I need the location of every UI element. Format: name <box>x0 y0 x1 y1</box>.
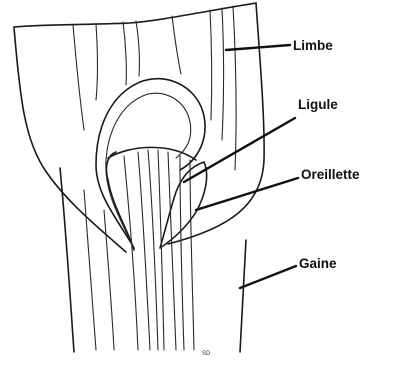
stem-line <box>180 156 184 350</box>
label-gaine: Gaine <box>299 256 337 271</box>
label-ligule: Ligule <box>298 97 338 112</box>
auricle-left <box>106 152 134 250</box>
artist-signature: SD <box>202 351 211 357</box>
sheath-outline <box>60 168 246 352</box>
sheath-left-edge <box>60 168 74 352</box>
leader-gaine <box>240 266 296 288</box>
auricle-right <box>160 162 207 248</box>
stem-line <box>168 152 176 350</box>
stem-line <box>148 150 158 350</box>
blade-vein <box>172 16 181 74</box>
blade-vein <box>73 25 84 130</box>
label-oreillette: Oreillette <box>301 167 360 182</box>
blade-outline <box>14 3 264 252</box>
leader-ligule <box>184 118 295 182</box>
blade-vein <box>210 10 212 120</box>
blade-vein <box>233 6 236 170</box>
blade-vein <box>136 21 139 76</box>
blade-top-edge <box>14 3 256 27</box>
ligule-inner <box>106 93 191 240</box>
blade-vein <box>222 8 224 140</box>
blade-right-edge <box>168 3 264 244</box>
stem-line <box>158 150 164 350</box>
ligule-rim <box>108 147 196 160</box>
sheath-vein <box>104 210 114 350</box>
leader-lines <box>184 45 298 288</box>
sheath-right-edge <box>240 240 246 352</box>
stem-line <box>138 152 150 350</box>
stem-line <box>190 160 194 350</box>
label-limbe: Limbe <box>293 38 333 53</box>
leader-limbe <box>226 45 290 50</box>
stem-line <box>124 156 138 350</box>
stem <box>84 150 194 350</box>
blade-vein <box>96 24 98 100</box>
blade-vein <box>123 22 126 85</box>
sheath-vein <box>84 190 96 350</box>
